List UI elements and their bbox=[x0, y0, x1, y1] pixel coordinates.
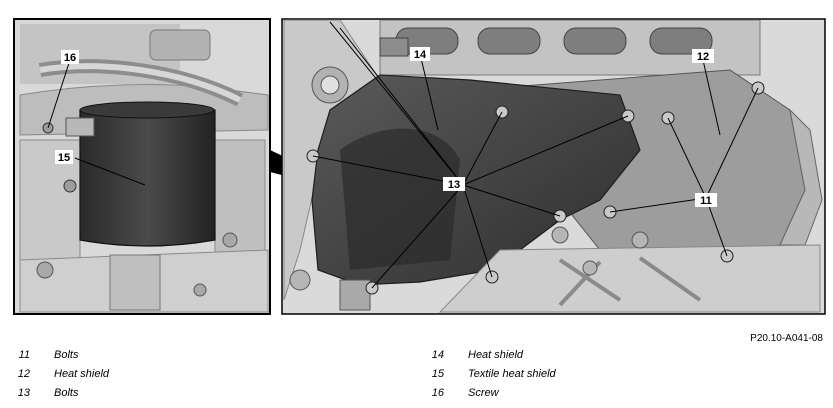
legend-item: 13 Bolts bbox=[0, 383, 109, 402]
legend-label: Textile heat shield bbox=[468, 367, 556, 380]
legend: 11 Bolts 12 Heat shield 13 Bolts 14 Heat… bbox=[0, 345, 833, 408]
callout-13: 13 bbox=[443, 177, 465, 191]
engine-illustration: 16 15 14 13 12 11 bbox=[13, 18, 826, 315]
callout-13-text: 13 bbox=[448, 179, 460, 191]
callout-15: 15 bbox=[55, 150, 73, 164]
legend-item: 12 Heat shield bbox=[0, 364, 109, 383]
legend-label: Bolts bbox=[54, 348, 79, 361]
legend-column-right: 14 Heat shield 15 Textile heat shield 16… bbox=[414, 345, 556, 402]
legend-item: 16 Screw bbox=[414, 383, 556, 402]
callout-11-text: 11 bbox=[700, 195, 712, 207]
legend-label: Heat shield bbox=[468, 348, 524, 361]
legend-number: 13 bbox=[17, 386, 30, 399]
legend-number: 11 bbox=[18, 348, 30, 361]
legend-item: 11 Bolts bbox=[0, 345, 109, 364]
callout-14: 14 bbox=[410, 47, 430, 61]
legend-number: 15 bbox=[431, 367, 444, 380]
callout-12: 12 bbox=[692, 49, 714, 63]
figure-reference: P20.10-A041-08 bbox=[750, 333, 823, 344]
callout-16: 16 bbox=[61, 50, 79, 64]
left-detail-panel bbox=[13, 18, 271, 315]
legend-column-left: 11 Bolts 12 Heat shield 13 Bolts bbox=[0, 345, 109, 402]
legend-number: 16 bbox=[431, 386, 444, 399]
callout-16-text: 16 bbox=[64, 52, 76, 64]
legend-item: 15 Textile heat shield bbox=[414, 364, 556, 383]
right-main-panel bbox=[281, 18, 826, 315]
legend-label: Bolts bbox=[54, 386, 79, 399]
callout-12-text: 12 bbox=[697, 51, 709, 63]
callout-14-text: 14 bbox=[414, 49, 427, 61]
legend-number: 14 bbox=[431, 348, 444, 361]
callout-15-text: 15 bbox=[58, 152, 70, 164]
legend-item: 14 Heat shield bbox=[414, 345, 556, 364]
legend-label: Screw bbox=[468, 386, 499, 399]
legend-number: 12 bbox=[17, 367, 30, 380]
callout-11: 11 bbox=[695, 193, 717, 207]
legend-label: Heat shield bbox=[54, 367, 110, 380]
